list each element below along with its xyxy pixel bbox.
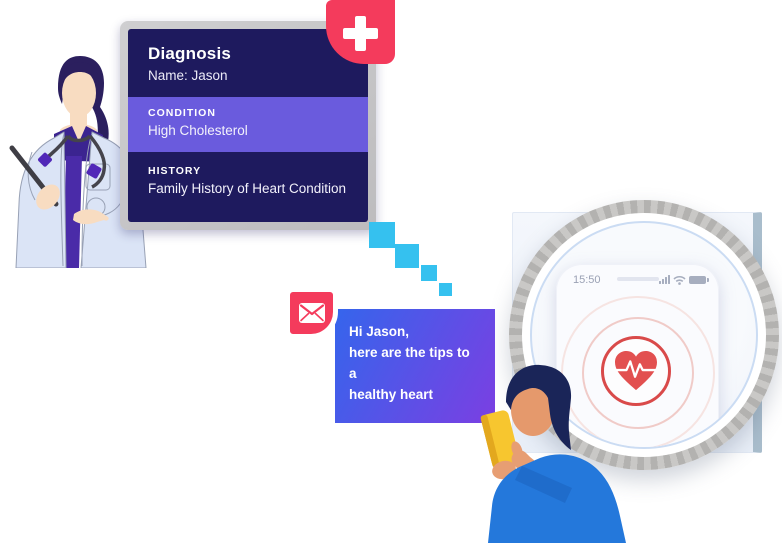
pulse-ring-middle: [582, 317, 694, 429]
stethoscope-joint: [86, 163, 102, 179]
medical-plus-icon: [343, 16, 378, 51]
flow-square-2: [395, 244, 419, 268]
phone-speaker: [616, 277, 659, 281]
pulse-ring-outer: [561, 296, 715, 447]
man-hair: [506, 364, 572, 450]
wifi-icon: [673, 275, 686, 285]
heart-pulse-icon: [615, 350, 657, 391]
medical-plus-badge: [326, 0, 395, 64]
status-icons: [659, 274, 709, 285]
history-row: HISTORY Family History of Heart Conditio…: [128, 152, 368, 222]
diagnosis-header: Diagnosis Name: Jason: [128, 29, 368, 97]
flow-square-1: [369, 222, 395, 248]
diagnosis-title: Diagnosis: [148, 44, 232, 63]
heart-button: [601, 336, 671, 406]
man-with-phone-illustration: [480, 364, 626, 543]
flow-square-4: [439, 283, 452, 296]
history-value: Family History of Heart Condition: [148, 181, 347, 196]
doctor-neck: [70, 110, 87, 128]
cellular-signal-icon: [659, 275, 670, 284]
condition-value: High Cholesterol: [148, 123, 248, 138]
doctor-hand-pen: [36, 184, 60, 210]
condition-row: CONDITION High Cholesterol: [128, 97, 368, 152]
man-face: [511, 384, 555, 436]
yellow-phone: [480, 410, 520, 468]
lens-content: 15:50: [530, 221, 758, 449]
message-line-1: here are the tips to a: [349, 345, 470, 381]
man-sleeve: [515, 466, 572, 503]
history-label: HISTORY: [148, 165, 202, 177]
condition-label: CONDITION: [148, 107, 216, 119]
doctor-scrub-strip: [63, 156, 82, 268]
status-time: 15:50: [573, 274, 601, 286]
mail-badge: [290, 292, 333, 334]
stethoscope-bell: [38, 152, 52, 167]
doctor-hand-pointing: [73, 209, 109, 225]
envelope-icon: [299, 303, 325, 323]
patient-name: Name: Jason: [148, 68, 228, 83]
flow-square-3: [421, 265, 437, 281]
diagnosis-card: Diagnosis Name: Jason CONDITION High Cho…: [120, 21, 376, 230]
doctor-face: [62, 69, 96, 117]
message-card: Hi Jason, here are the tips to a healthy…: [335, 309, 495, 423]
message-line-2: healthy heart: [349, 387, 434, 402]
diagnosis-card-body: Diagnosis Name: Jason CONDITION High Cho…: [128, 29, 368, 222]
battery-icon: [689, 275, 709, 284]
message-greeting: Hi Jason,: [349, 324, 410, 339]
doctor-fringe: [62, 62, 99, 85]
